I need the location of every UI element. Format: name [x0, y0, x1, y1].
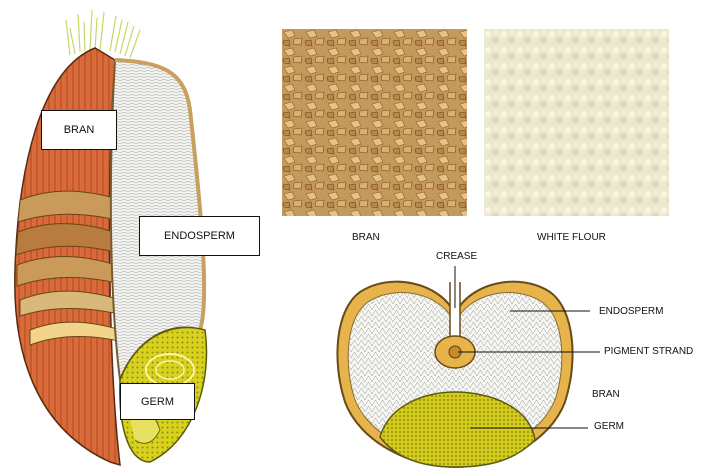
cross-section-label-bran: BRAN: [592, 389, 620, 400]
cross-section-label-endosperm: ENDOSPERM: [599, 306, 663, 317]
cross-section-label-germ: GERM: [594, 421, 624, 432]
cross-section-label-crease: CREASE: [436, 251, 477, 262]
cross-section-label-pigment-strand: PIGMENT STRAND: [604, 346, 693, 357]
